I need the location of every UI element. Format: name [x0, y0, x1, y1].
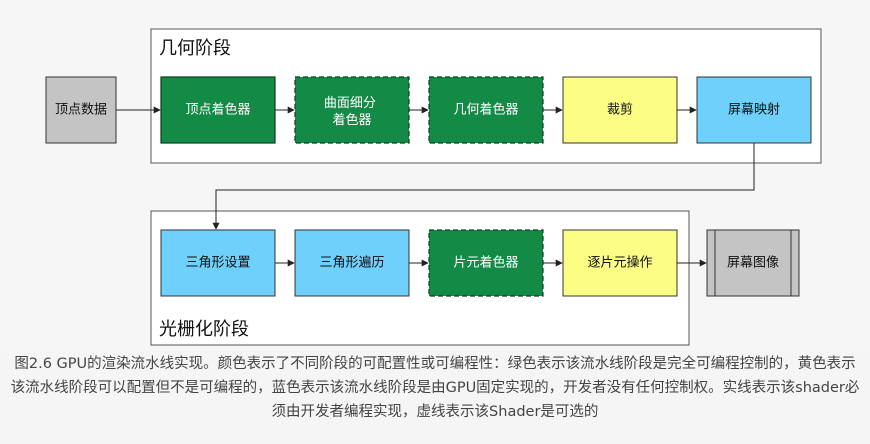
screen-image-node: 屏幕图像 [706, 229, 800, 297]
vertex-shader-label: 顶点着色器 [185, 102, 250, 118]
triangle-setup-label: 三角形设置 [185, 256, 250, 271]
per-fragment-ops-node: 逐片元操作 [562, 229, 678, 297]
vertex-data-label: 顶点数据 [55, 103, 107, 118]
geometry-stage-title: 几何阶段 [159, 38, 231, 59]
figure-caption: 图2.6 GPU的渲染流水线实现。颜色表示了不同阶段的可配置性或可编程性：绿色表… [10, 356, 860, 420]
tessellation-shader-label: 曲面细分 着色器 [324, 96, 380, 128]
arrow-mapping-to-setup [212, 143, 755, 230]
tessellation-shader-node: 曲面细分 着色器 [294, 76, 410, 144]
vertex-shader-node: 顶点着色器 [160, 76, 276, 144]
screen-mapping-node: 屏幕映射 [696, 76, 812, 144]
screen-image-label: 屏幕图像 [727, 256, 779, 271]
pipeline-arrows [116, 106, 755, 267]
raster-stage-title: 光栅化阶段 [159, 319, 249, 340]
triangle-traversal-node: 三角形遍历 [294, 229, 410, 297]
vertex-data-node: 顶点数据 [45, 76, 117, 144]
geometry-shader-node: 几何着色器 [428, 76, 544, 144]
fragment-shader-node: 片元着色器 [428, 229, 544, 297]
triangle-setup-node: 三角形设置 [160, 229, 276, 297]
fragment-shader-label: 片元着色器 [453, 255, 518, 271]
clipping-label: 裁剪 [607, 102, 633, 118]
screen-mapping-label: 屏幕映射 [728, 102, 780, 118]
pipeline-diagram: 几何阶段 光栅化阶段 顶点数据 屏幕图像 顶点着色器 曲面细分 着色器 几何着色… [45, 28, 822, 346]
triangle-traversal-label: 三角形遍历 [319, 255, 384, 271]
geometry-shader-label: 几何着色器 [453, 102, 518, 118]
per-fragment-ops-label: 逐片元操作 [587, 255, 652, 271]
clipping-node: 裁剪 [562, 76, 678, 144]
